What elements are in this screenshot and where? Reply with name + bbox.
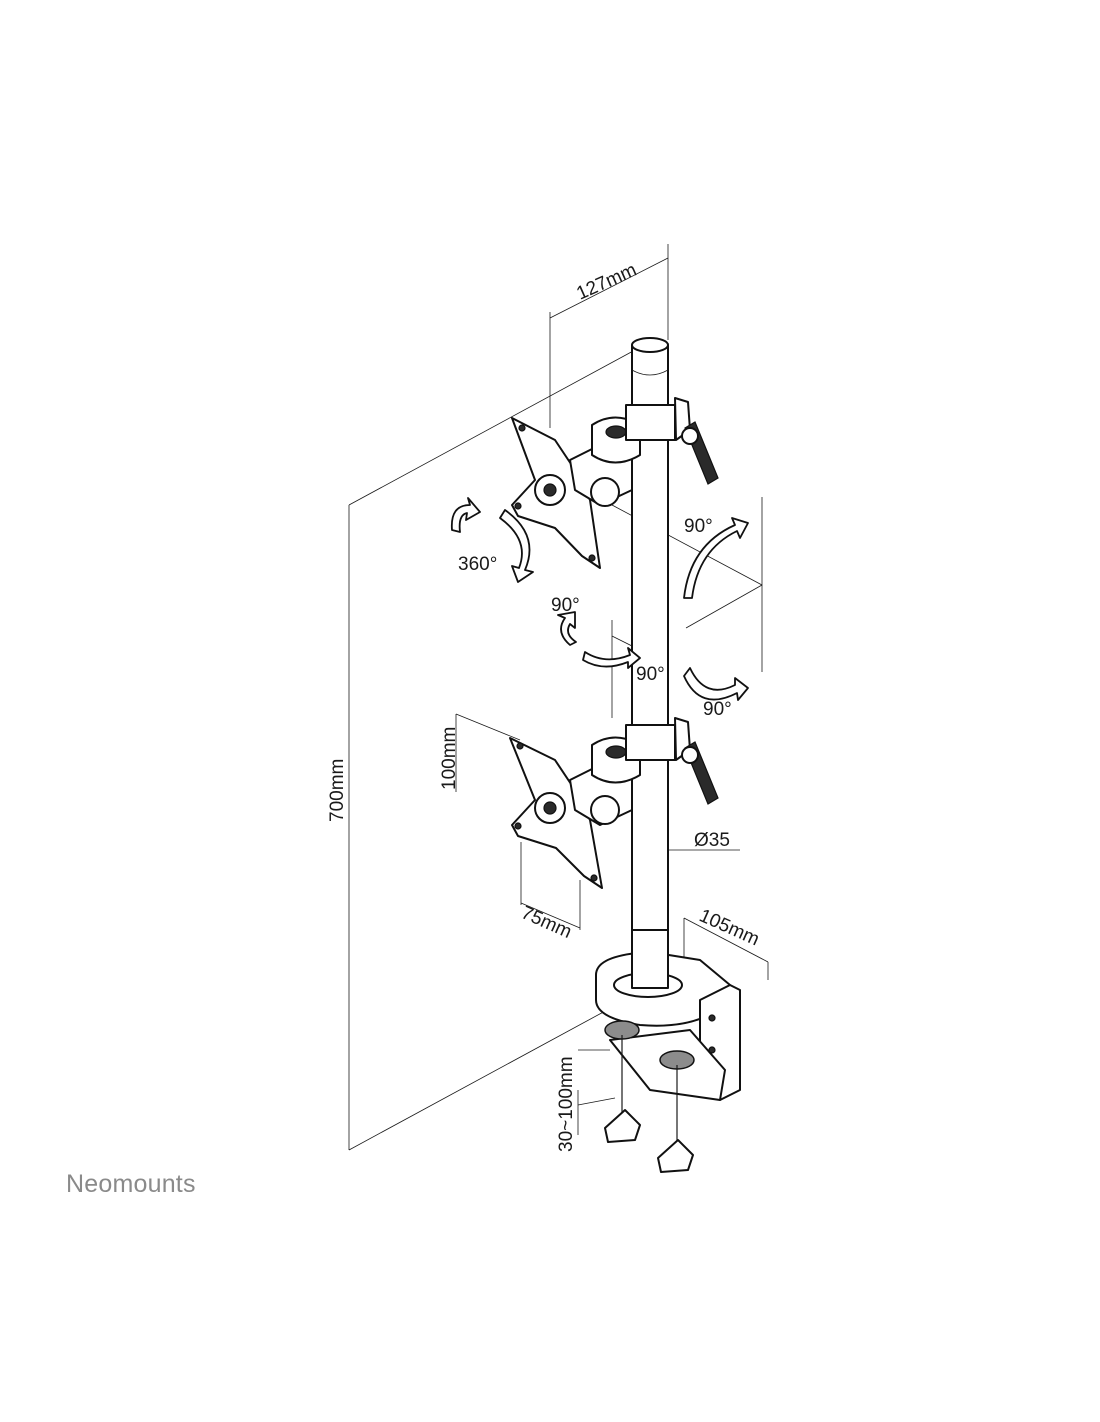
dim-clamp-range: 30~100mm: [556, 1056, 577, 1152]
dim-pole-diameter: Ø35: [694, 830, 730, 851]
dim-height-total: 700mm: [327, 759, 348, 822]
label-swivel-center: 90°: [636, 664, 665, 685]
dim-clamp-depth: 105mm: [696, 905, 762, 950]
upper-joint: [569, 397, 719, 507]
label-swivel-left: 90°: [551, 595, 580, 616]
dim-vesa-horizontal: 75mm: [518, 902, 575, 943]
desk-clamp: [595, 929, 741, 1173]
upper-vesa-plate: [511, 417, 601, 569]
dimension-guides: [348, 244, 769, 1151]
rotate-360-arrow: [450, 497, 481, 533]
label-tilt-upper: 90°: [684, 516, 713, 537]
lower-joint: [569, 717, 719, 826]
dim-spacing-top: 127mm: [573, 260, 639, 305]
tilt-arrow: [683, 517, 749, 599]
rotation-arrows: [450, 497, 749, 701]
lower-vesa-plate: [509, 737, 603, 889]
swivel-arrow: [557, 611, 577, 646]
brand-logo: Neomounts: [66, 1170, 196, 1198]
dim-vesa-vertical: 100mm: [439, 727, 460, 790]
label-tilt-lower: 90°: [703, 699, 732, 720]
label-rotate: 360°: [458, 554, 497, 575]
